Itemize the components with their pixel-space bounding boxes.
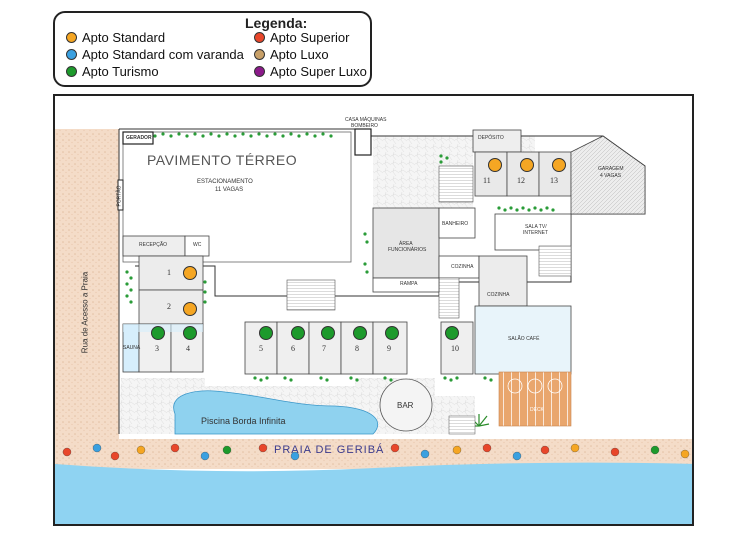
legend-dot-luxo [254,49,265,60]
apartment-number: 5 [259,344,263,353]
garagem-vagas-label: 4 VAGAS [600,173,622,179]
vagas-label: 11 VAGAS [215,187,244,193]
apartment-marker[interactable] [488,158,502,172]
apartment-marker[interactable] [183,302,197,316]
internet-label: INTERNET [523,230,548,236]
apartment-number: 12 [517,176,525,185]
legend-dot-standard [66,32,77,43]
street-label: Rua de Acesso a Praia [80,271,90,354]
apartment-marker[interactable] [520,158,534,172]
apartment-marker[interactable] [259,326,273,340]
apartment-marker[interactable] [385,326,399,340]
apartment-marker[interactable] [291,326,305,340]
apartment-number: 4 [186,344,190,353]
bombeiro-label: BOMBEIRO [351,123,378,129]
apartment-number: 11 [483,176,491,185]
funcionarios-label: FUNCIONÁRIOS [388,247,427,253]
legend-item-superior: Apto Superior [254,30,350,45]
legend-dot-superior [254,32,265,43]
legend-item-standard: Apto Standard [66,30,165,45]
apartment-number: 6 [291,344,295,353]
legend-dot-standard-varanda [66,49,77,60]
beach-label: PRAIA DE GERIBÁ [274,444,385,456]
map-title: PAVIMENTO TÉRREO [147,152,298,168]
legend-label: Apto Super Luxo [270,64,367,79]
recepcao-label: RECEPÇÃO [139,242,168,248]
apartment-marker[interactable] [445,326,459,340]
portao-label: PORTÃO [116,185,123,207]
apartment-number: 7 [322,344,326,353]
legend-item-standard-varanda: Apto Standard com varanda [66,47,244,62]
gerador-label: GERADOR [126,135,152,141]
cozinha-label: COZINHA [487,292,510,298]
apartment-marker[interactable] [151,326,165,340]
floor-plan-map: PAVIMENTO TÉRREO Rua de Acesso a Praia G… [53,94,694,526]
apartment-number: 2 [167,302,171,311]
legend-label: Apto Superior [270,30,350,45]
banheiro-label: BANHEIRO [442,221,469,227]
rampa-label: RAMPA [400,281,418,287]
sauna-label: SAUNA [123,345,141,351]
floor-plan-drawing [55,128,692,524]
apartment-number: 1 [167,268,171,277]
legend-item-luxo: Apto Luxo [254,47,329,62]
legend-label: Apto Luxo [270,47,329,62]
wc-label: WC [193,242,202,248]
legend-box: Legenda: Apto Standard Apto Superior Apt… [53,11,372,87]
salao-cafe-label: SALÃO CAFÉ [508,336,540,342]
apartment-number: 13 [550,176,558,185]
deck-label: DECK [530,407,544,413]
legend-label: Apto Standard com varanda [82,47,244,62]
apartment-number: 3 [155,344,159,353]
estacionamento-label: ESTACIONAMENTO [197,179,253,185]
casa-maquinas-label: CASA MÁQUINAS [345,117,387,123]
pool-label: Piscina Borda Infinita [201,416,286,426]
legend-item-super-luxo: Apto Super Luxo [254,64,367,79]
apartment-marker[interactable] [353,326,367,340]
street-strip [55,129,119,439]
garagem-label: GARAGEM [598,166,624,172]
apartment-marker[interactable] [183,266,197,280]
cozinha-top-label: COZINHA [451,264,474,270]
sala-tv-label: SALA TV/ [525,224,547,230]
legend-label: Apto Turismo [82,64,159,79]
legend-item-turismo: Apto Turismo [66,64,159,79]
area-label: ÁREA [399,241,413,247]
apartment-number: 8 [355,344,359,353]
apartment-number: 9 [387,344,391,353]
legend-dot-turismo [66,66,77,77]
bar-label: BAR [397,401,414,410]
apartment-marker[interactable] [552,158,566,172]
apartment-marker[interactable] [183,326,197,340]
legend-title: Legenda: [239,15,314,31]
apartment-marker[interactable] [321,326,335,340]
apartment-number: 10 [451,344,459,353]
deposito-label: DEPÓSITO [478,135,504,141]
sea [55,462,692,524]
legend-dot-super-luxo [254,66,265,77]
legend-label: Apto Standard [82,30,166,45]
